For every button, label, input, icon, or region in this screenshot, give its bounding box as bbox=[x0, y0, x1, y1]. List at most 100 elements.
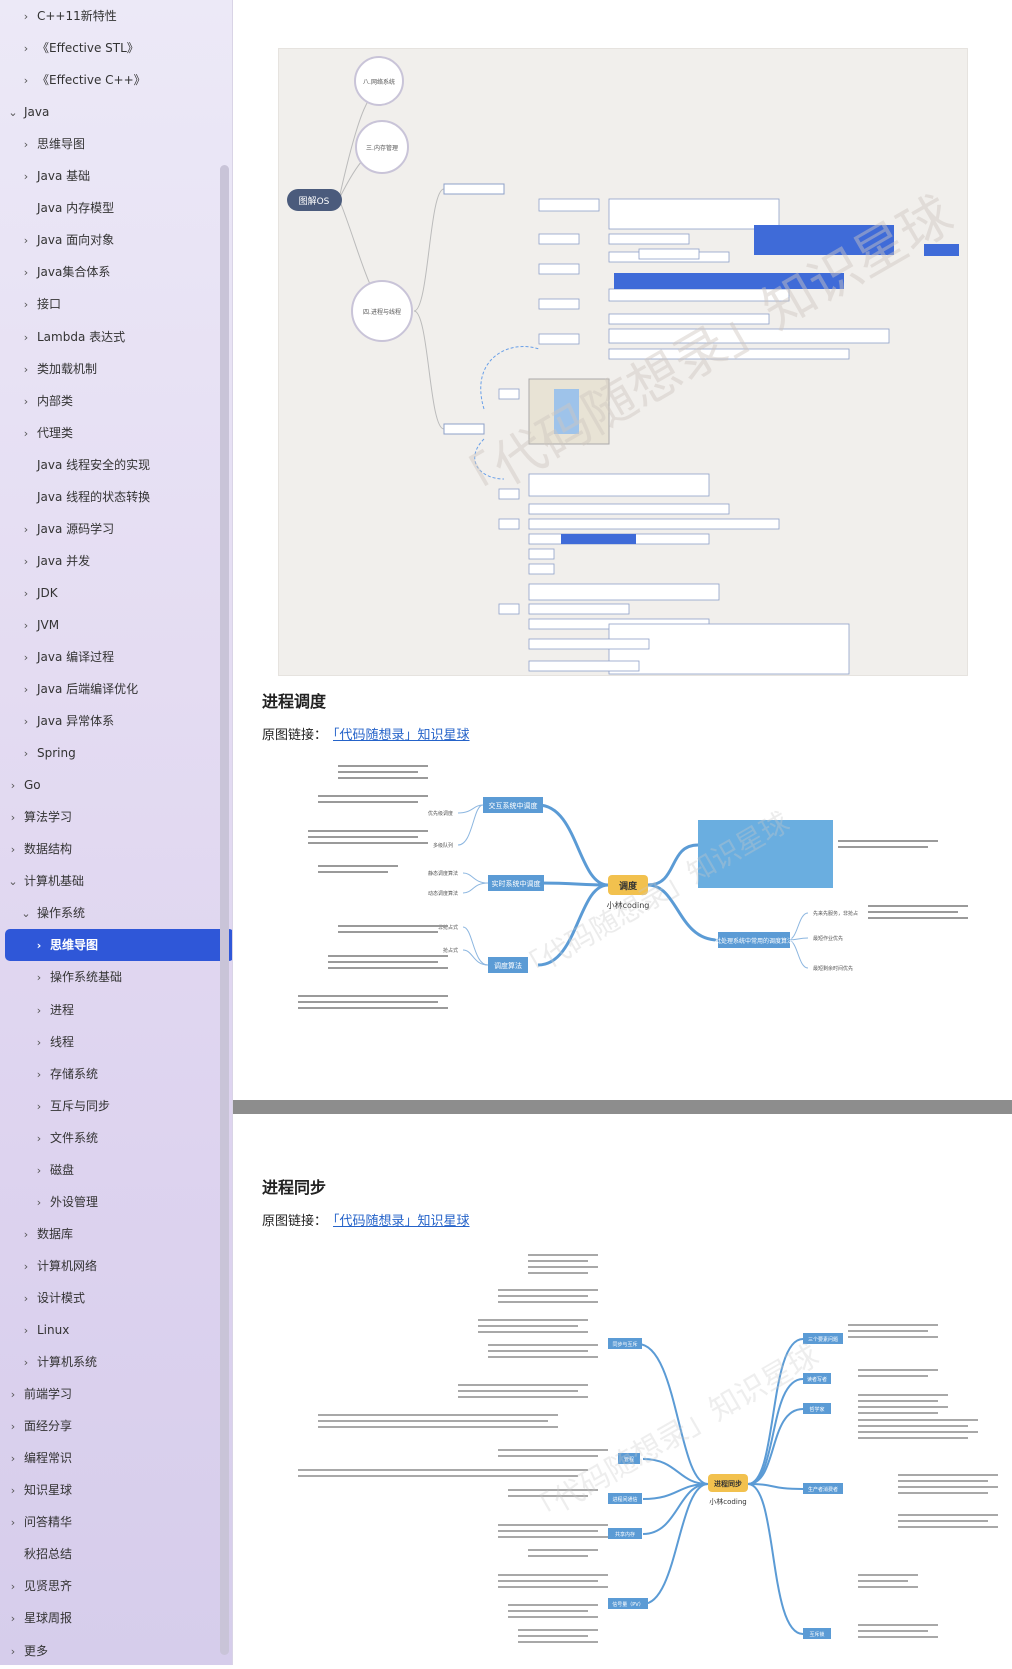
chevron-right-icon: › bbox=[23, 427, 29, 440]
sidebar-item[interactable]: › 前端学习 bbox=[0, 1378, 72, 1410]
sidebar-item-label: Linux bbox=[37, 1323, 70, 1337]
sidebar-item[interactable]: › 内部类 bbox=[0, 385, 73, 417]
sidebar-item[interactable]: ›Go bbox=[0, 769, 41, 801]
chevron-right-icon: › bbox=[36, 1132, 42, 1145]
sidebar-item-label: 计算机系统 bbox=[37, 1355, 98, 1369]
fig2-leaf-sjf: 最短作业优先 bbox=[813, 935, 843, 942]
sidebar-item[interactable]: ›Lambda 表达式 bbox=[0, 321, 125, 353]
chevron-down-icon: ⌄ bbox=[21, 907, 31, 920]
sidebar-item-label: 互斥与同步 bbox=[50, 1099, 111, 1113]
sidebar-item[interactable]: › 线程 bbox=[0, 1026, 74, 1058]
sidebar-item-label: 线程 bbox=[50, 1035, 75, 1049]
sidebar-item[interactable]: ›操作系统基础 bbox=[0, 961, 122, 993]
sidebar-item[interactable]: ›Spring bbox=[0, 737, 76, 769]
sidebar-item[interactable]: ›Java集合体系 bbox=[0, 256, 111, 288]
sidebar-item-label: 前端学习 bbox=[24, 1387, 73, 1401]
sidebar-item-label: 类加载机制 bbox=[37, 362, 98, 376]
sidebar-item[interactable]: ›编程常识 bbox=[0, 1442, 72, 1474]
sidebar-item-label: 存储系统 bbox=[50, 1067, 99, 1081]
chevron-right-icon: › bbox=[10, 1420, 16, 1433]
sidebar-item[interactable]: ›类加载机制 bbox=[0, 353, 97, 385]
sidebar-item[interactable]: ›星球周报 bbox=[0, 1602, 72, 1634]
sidebar-item[interactable]: ›JVM bbox=[0, 609, 59, 641]
sidebar-item[interactable]: ›思维导图 bbox=[0, 128, 85, 160]
chevron-right-icon: › bbox=[36, 1196, 42, 1209]
sidebar-item-label: 算法学习 bbox=[24, 810, 73, 824]
fig3-node-mutex-lock: 互斥锁 bbox=[809, 1631, 824, 1638]
sidebar-item[interactable]: Java 线程安全的实现 bbox=[0, 449, 150, 481]
sidebar-item[interactable]: ›接口 bbox=[0, 288, 61, 320]
sidebar-item[interactable]: ›知识星球 bbox=[0, 1474, 72, 1506]
fig2-node-interactive: 交互系统中调度 bbox=[489, 801, 538, 810]
sidebar-item-label: 内部类 bbox=[37, 394, 74, 408]
sidebar-item[interactable]: ›《Effective STL》 bbox=[0, 32, 139, 64]
sidebar-item[interactable]: ⌄计算机基础 bbox=[0, 865, 84, 897]
chevron-right-icon: › bbox=[23, 1260, 29, 1273]
source-link[interactable]: 「代码随想录」知识星球 bbox=[333, 728, 470, 743]
sidebar-item[interactable]: Java 内存模型 bbox=[0, 192, 114, 224]
section2-source-line: 原图链接：「代码随想录」知识星球 bbox=[262, 1210, 470, 1229]
sidebar-item-label: Java 内存模型 bbox=[37, 201, 115, 215]
sidebar-item[interactable]: ›存储系统 bbox=[0, 1058, 98, 1090]
sidebar-item[interactable]: ›Java 源码学习 bbox=[0, 513, 114, 545]
sidebar-item[interactable]: ›Linux bbox=[0, 1314, 70, 1346]
sidebar-item-label: Java 编译过程 bbox=[37, 650, 115, 664]
fig2-node-batch: 批处理系统中常用的调度算法 bbox=[715, 937, 793, 945]
fig3-node-semaphore: 信号量（PV） bbox=[612, 1601, 643, 1608]
sidebar-item[interactable]: ›数据结构 bbox=[0, 833, 72, 865]
sidebar-item[interactable]: › Java 基础 bbox=[0, 160, 90, 192]
chevron-right-icon: › bbox=[36, 1004, 42, 1017]
sidebar-item[interactable]: ›Java 异常体系 bbox=[0, 705, 114, 737]
sidebar-item[interactable]: ›JDK bbox=[0, 577, 58, 609]
chevron-right-icon: › bbox=[36, 939, 42, 952]
sidebar-item[interactable]: › 互斥与同步 bbox=[0, 1090, 110, 1122]
sidebar-item[interactable]: 秋招总结 bbox=[0, 1538, 72, 1570]
fig2-leaf-nonpreemptive: 非抢占式 bbox=[438, 924, 458, 931]
sidebar-item[interactable]: Java 线程的状态转换 bbox=[0, 481, 150, 513]
sidebar-item[interactable]: ›计算机网络 bbox=[0, 1250, 97, 1282]
sidebar-item-label: 更多 bbox=[24, 1644, 49, 1658]
sidebar-item-label: Java 面向对象 bbox=[37, 233, 115, 247]
sidebar-item[interactable]: › 算法学习 bbox=[0, 801, 72, 833]
chevron-right-icon: › bbox=[23, 683, 29, 696]
sidebar-item[interactable]: ›磁盘 bbox=[0, 1154, 74, 1186]
sidebar-item[interactable]: ›Java 面向对象 bbox=[0, 224, 114, 256]
fig2-node-realtime: 实时系统中调度 bbox=[492, 879, 541, 888]
sidebar-item[interactable]: ›问答精华 bbox=[0, 1506, 72, 1538]
fig3-center-label: 进程同步 bbox=[714, 1479, 742, 1488]
sidebar-item-label: 外设管理 bbox=[50, 1195, 99, 1209]
sidebar-item[interactable]: ›面经分享 bbox=[0, 1410, 72, 1442]
source-link[interactable]: 「代码随想录」知识星球 bbox=[333, 1214, 470, 1229]
sidebar-item[interactable]: ›代理类 bbox=[0, 417, 73, 449]
chevron-right-icon: › bbox=[23, 395, 29, 408]
chevron-right-icon: › bbox=[23, 747, 29, 760]
sidebar-scrollbar[interactable] bbox=[220, 165, 229, 1655]
sidebar-item[interactable]: ›进程 bbox=[0, 994, 74, 1026]
sidebar-item-label: Java 基础 bbox=[37, 169, 91, 183]
sidebar-item[interactable]: ›计算机系统 bbox=[0, 1346, 97, 1378]
fig2-leaf-preemptive: 抢占式 bbox=[443, 947, 458, 954]
chevron-right-icon: › bbox=[36, 1036, 42, 1049]
sidebar-item[interactable]: ›Java 并发 bbox=[0, 545, 90, 577]
sidebar-item[interactable]: ›思维导图 bbox=[5, 929, 232, 961]
sidebar-item[interactable]: ⌄操作系统 bbox=[0, 897, 85, 929]
sidebar-item[interactable]: ⌄Java bbox=[0, 96, 49, 128]
sidebar-item-label: 见贤思齐 bbox=[24, 1579, 73, 1593]
chevron-right-icon: › bbox=[23, 170, 29, 183]
sidebar-item[interactable]: ›设计模式 bbox=[0, 1282, 85, 1314]
sidebar-item[interactable]: ›数据库 bbox=[0, 1218, 73, 1250]
sidebar-item[interactable]: ›Java 后端编译优化 bbox=[0, 673, 138, 705]
sidebar-item[interactable]: ›文件系统 bbox=[0, 1122, 98, 1154]
fig2-center-label: 调度 bbox=[619, 880, 638, 892]
chevron-right-icon: › bbox=[10, 811, 16, 824]
chevron-right-icon: › bbox=[36, 1100, 42, 1113]
sidebar-item[interactable]: ›Java 编译过程 bbox=[0, 641, 114, 673]
sidebar-item[interactable]: ›C++11新特性 bbox=[0, 0, 117, 32]
sidebar-item[interactable]: ›见贤思齐 bbox=[0, 1570, 72, 1602]
sidebar-item[interactable]: ›更多 bbox=[0, 1635, 48, 1665]
sidebar-item[interactable]: ›《Effective C++》 bbox=[0, 64, 146, 96]
chevron-right-icon: › bbox=[10, 1388, 16, 1401]
sidebar-item-label: 秋招总结 bbox=[24, 1547, 73, 1561]
sidebar-item[interactable]: › 外设管理 bbox=[0, 1186, 98, 1218]
sidebar-item-label: 《Effective C++》 bbox=[37, 73, 146, 87]
